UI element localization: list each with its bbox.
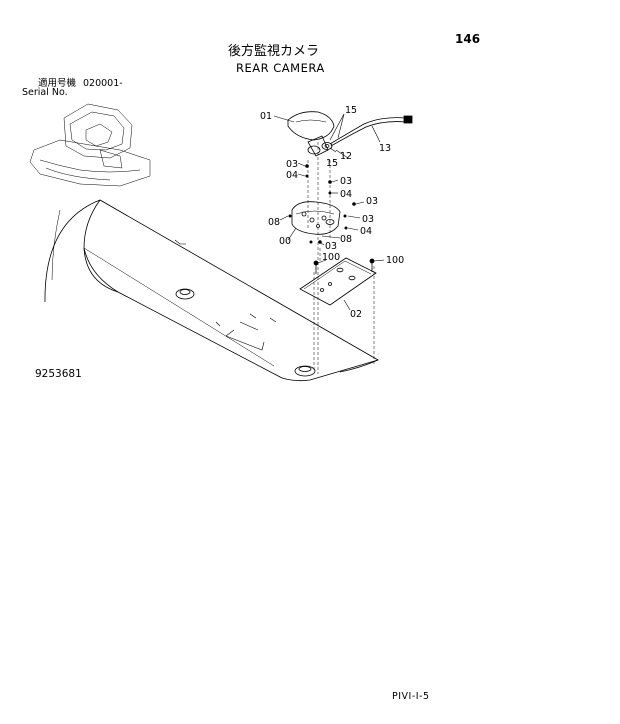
callout-labels: 01 15 12 13 15 03 04 03 04 03 08 03 00 0…	[260, 105, 404, 320]
callout-100-right: 100	[386, 255, 404, 266]
serial-range: 020001-	[83, 78, 123, 89]
callout-15-top: 15	[345, 105, 357, 116]
assembly-lines	[307, 142, 375, 374]
callout-15-lower: 15	[326, 158, 338, 169]
page-title-jp: 後方監視カメラ	[228, 44, 320, 59]
page-code: PIVI-I-5	[392, 691, 430, 702]
camera-bracket	[307, 135, 329, 157]
callout-03-e: 03	[325, 241, 337, 252]
callout-13: 13	[379, 143, 391, 154]
camera-base-plate	[291, 201, 341, 235]
counterweight-outline	[44, 199, 379, 382]
callout-03-a: 03	[286, 159, 298, 170]
callout-03-d: 03	[362, 214, 374, 225]
callout-08-b: 08	[340, 234, 352, 245]
callout-03-b: 03	[340, 176, 352, 187]
callout-12: 12	[340, 151, 352, 162]
callout-03-c: 03	[366, 196, 378, 207]
page-number: 146	[455, 32, 481, 46]
callout-00: 00	[279, 236, 291, 247]
callout-04-a: 04	[286, 170, 298, 181]
leader-lines	[273, 113, 385, 311]
mounting-plate	[299, 257, 377, 306]
callout-01: 01	[260, 111, 272, 122]
machine-sketch	[29, 103, 151, 187]
callout-02: 02	[350, 309, 362, 320]
counterweight-lifting-eye-right	[294, 365, 316, 377]
counterweight-lifting-eye-left	[175, 288, 195, 300]
callout-08-a: 08	[268, 217, 280, 228]
callout-04-b: 04	[340, 189, 352, 200]
drawing-number: 9253681	[35, 368, 82, 380]
page-title-en: REAR CAMERA	[236, 61, 325, 75]
serial-label-en: Serial No.	[22, 87, 68, 98]
camera	[287, 111, 335, 141]
serial-label-jp: 適用号機	[38, 78, 77, 89]
camera-cable	[329, 115, 413, 147]
callout-04-c: 04	[360, 226, 372, 237]
callout-100-left: 100	[322, 252, 340, 263]
bolts	[288, 164, 356, 244]
